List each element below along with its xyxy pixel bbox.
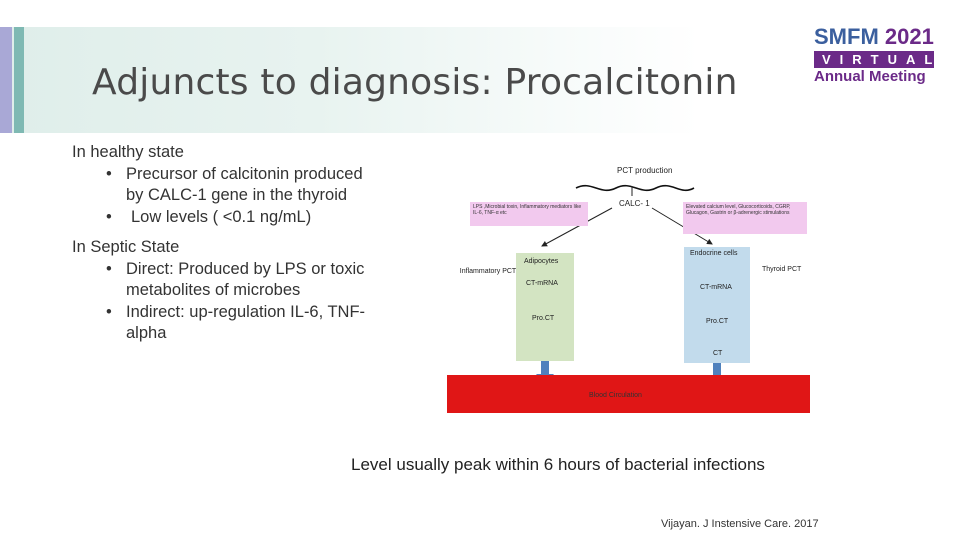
- bullet-icon: •: [106, 164, 112, 183]
- bullet-icon: •: [106, 259, 112, 278]
- bullet-list: In healthy state • Precursor of calcitoni…: [72, 142, 372, 345]
- bullet-text: Low levels ( <0.1 ng/mL): [131, 207, 312, 226]
- left-mrna-label: CT-mRNA: [526, 280, 558, 287]
- summary-text: Level usually peak within 6 hours of bac…: [351, 455, 765, 474]
- endocrine-cells-label: Endocrine cells: [690, 250, 738, 257]
- bullet-text: Indirect: up-regulation IL-6, TNF-alpha: [126, 302, 366, 343]
- bullet-text: Direct: Produced by LPS or toxic metabol…: [126, 259, 365, 300]
- citation: Vijayan. J Instensive Care. 2017: [661, 518, 819, 530]
- arrow-to-adipocytes: [541, 207, 613, 247]
- right-mrna-label: CT-mRNA: [700, 284, 732, 291]
- pct-production-diagram: PCT production CALC- 1 LPS ,Microbial to…: [442, 162, 810, 416]
- accent-bar: [0, 27, 12, 133]
- right-ct-label: CT: [713, 350, 723, 357]
- bullet-item: • Low levels ( <0.1 ng/mL): [72, 207, 372, 229]
- bullet-item: • Indirect: up-regulation IL-6, TNF-alpha: [72, 302, 372, 345]
- accent-bar-secondary: [14, 27, 24, 133]
- gene-wave-icon: [575, 184, 695, 192]
- bullet-text: Precursor of calcitonin produced by CALC…: [126, 164, 363, 205]
- left-stimuli-box: LPS ,Microbial toxin, Inflammatory media…: [470, 202, 588, 226]
- blood-circulation-label: Blood Circulation: [589, 392, 642, 399]
- left-proct-label: Pro.CT: [532, 315, 555, 322]
- title-band: [0, 27, 700, 133]
- logo-virtual: VIRTUAL: [814, 51, 934, 68]
- logo-line1: SMFM 2021: [814, 26, 940, 48]
- logo-smfm: SMFM: [814, 24, 879, 49]
- right-proct-label: Pro.CT: [706, 318, 729, 325]
- bullet-item: • Precursor of calcitonin produced by CAL…: [72, 164, 372, 207]
- bullet-icon: •: [106, 302, 112, 321]
- logo-annual-meeting: Annual Meeting: [814, 68, 926, 85]
- adipocytes-label: Adipocytes: [524, 258, 559, 265]
- septic-heading: In Septic State: [72, 238, 180, 256]
- bullet-icon: •: [106, 207, 112, 226]
- calc1-label: CALC- 1: [619, 199, 650, 208]
- smfm-logo: SMFM 2021 VIRTUAL Annual Meeting: [814, 26, 940, 86]
- inflammatory-pct-label: Inflammatory PCT: [459, 268, 517, 275]
- arrow-to-endocrine: [651, 207, 713, 245]
- pct-production-label: PCT production: [617, 166, 673, 175]
- adipocytes-box: [516, 253, 574, 361]
- right-stimuli-box: Elevated calcium level, Glucocorticoids,…: [683, 202, 807, 234]
- healthy-heading: In healthy state: [72, 143, 184, 161]
- thyroid-pct-label: Thyroid PCT: [762, 266, 802, 273]
- logo-year: 2021: [884, 24, 934, 49]
- slide-title: Adjuncts to diagnosis: Procalcitonin: [92, 62, 738, 103]
- bullet-item: • Direct: Produced by LPS or toxic metabo…: [72, 259, 372, 302]
- endocrine-cells-box: [684, 247, 750, 363]
- blood-circulation-bar: [447, 375, 810, 413]
